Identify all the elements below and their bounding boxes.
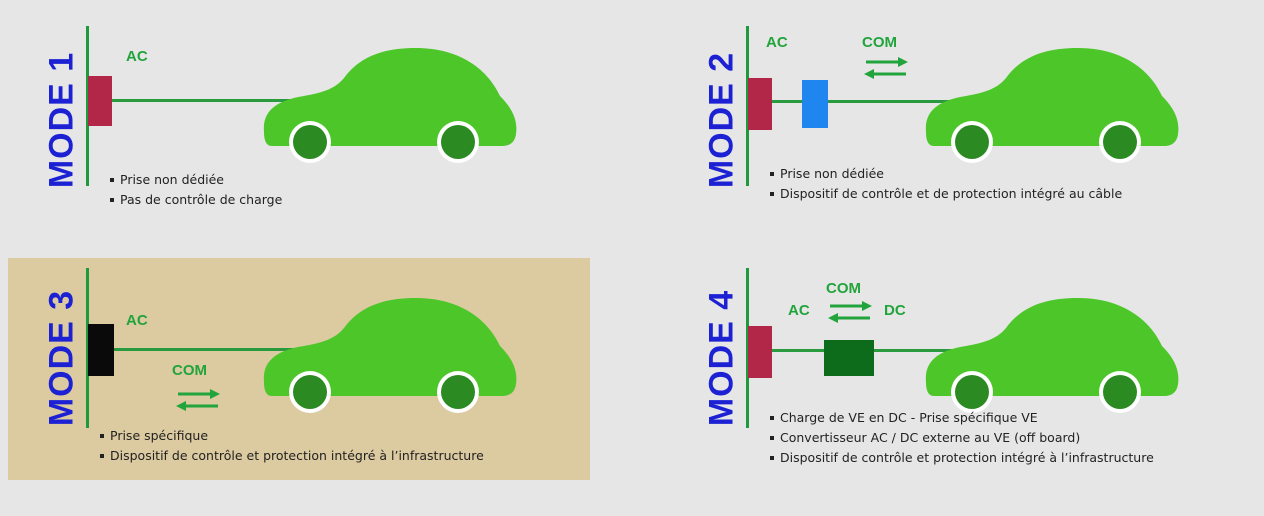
bullet-text: Prise non dédiée	[120, 172, 224, 187]
mode-4-converter-box	[824, 340, 874, 376]
mode-3-wall-line	[86, 268, 89, 428]
list-item: Dispositif de contrôle et de protection …	[770, 184, 1122, 204]
bullet-icon	[770, 455, 774, 460]
mode-2-cable	[772, 100, 1016, 103]
bullet-text: Charge de VE en DC - Prise spécifique VE	[780, 410, 1038, 425]
bullet-icon	[100, 433, 104, 438]
mode-3-com-label: COM	[172, 362, 207, 379]
list-item: Convertisseur AC / DC externe au VE (off…	[770, 428, 1154, 448]
list-item: Prise spécifique	[100, 426, 484, 446]
list-item: Dispositif de contrôle et protection int…	[100, 446, 484, 466]
bullet-text: Dispositif de contrôle et protection int…	[110, 448, 484, 463]
mode-1-bullets: Prise non dédiée Pas de contrôle de char…	[110, 170, 282, 210]
list-item: Charge de VE en DC - Prise spécifique VE	[770, 408, 1154, 428]
mode-2-socket	[748, 78, 772, 130]
mode-2-car-icon	[922, 44, 1182, 164]
list-item: Pas de contrôle de charge	[110, 190, 282, 210]
mode-2-wall-line	[746, 26, 749, 186]
mode-4-com-label: COM	[826, 280, 861, 297]
bullet-icon	[770, 171, 774, 176]
mode-1-panel: MODE 1 AC Prise non dédiée Pas de contrô…	[30, 20, 590, 240]
bullet-icon	[770, 435, 774, 440]
mode-2-ac-label: AC	[766, 34, 788, 51]
mode-1-car-icon	[260, 44, 520, 164]
mode-3-panel: MODE 3 AC COM Prise spécifique Dispositi…	[8, 258, 590, 480]
mode-4-ac-label: AC	[788, 302, 810, 319]
mode-2-control-box	[802, 80, 828, 128]
list-item: Prise non dédiée	[110, 170, 282, 190]
mode-3-cable	[114, 348, 354, 351]
mode-2-title: MODE 2	[702, 51, 741, 189]
mode-4-socket	[748, 326, 772, 378]
mode-2-com-arrows-icon	[862, 54, 910, 82]
mode-1-socket	[88, 76, 112, 126]
bullet-text: Convertisseur AC / DC externe au VE (off…	[780, 430, 1081, 445]
mode-2-panel: MODE 2 AC COM Prise non dédiée Dispositi…	[690, 20, 1250, 240]
mode-4-panel: MODE 4 COM AC DC Charge de VE en DC - Pr…	[690, 258, 1250, 480]
mode-3-socket	[88, 324, 114, 376]
mode-4-car-icon	[922, 294, 1182, 414]
bullet-icon	[100, 453, 104, 458]
bullet-icon	[110, 177, 114, 182]
mode-4-dc-label: DC	[884, 302, 906, 319]
mode-3-title: MODE 3	[42, 289, 81, 427]
list-item: Prise non dédiée	[770, 164, 1122, 184]
mode-3-bullets: Prise spécifique Dispositif de contrôle …	[100, 426, 484, 466]
bullet-text: Dispositif de contrôle et protection int…	[780, 450, 1154, 465]
mode-1-ac-label: AC	[126, 48, 148, 65]
bullet-icon	[110, 197, 114, 202]
mode-2-bullets: Prise non dédiée Dispositif de contrôle …	[770, 164, 1122, 204]
mode-4-wall-line	[746, 268, 749, 428]
mode-4-bullets: Charge de VE en DC - Prise spécifique VE…	[770, 408, 1154, 468]
list-item: Dispositif de contrôle et protection int…	[770, 448, 1154, 468]
bullet-text: Dispositif de contrôle et de protection …	[780, 186, 1123, 201]
bullet-text: Pas de contrôle de charge	[120, 192, 283, 207]
bullet-text: Prise non dédiée	[780, 166, 884, 181]
mode-4-title: MODE 4	[702, 289, 741, 427]
mode-1-title: MODE 1	[42, 51, 81, 189]
bullet-icon	[770, 415, 774, 420]
mode-4-cable	[772, 349, 1016, 352]
mode-2-com-label: COM	[862, 34, 897, 51]
mode-1-wall-line	[86, 26, 89, 186]
mode-4-com-arrows-icon	[826, 298, 874, 326]
mode-1-cable	[112, 99, 352, 102]
bullet-icon	[770, 191, 774, 196]
bullet-text: Prise spécifique	[110, 428, 209, 443]
mode-3-ac-label: AC	[126, 312, 148, 329]
mode-3-car-icon	[260, 294, 520, 414]
mode-3-com-arrows-icon	[174, 386, 222, 414]
